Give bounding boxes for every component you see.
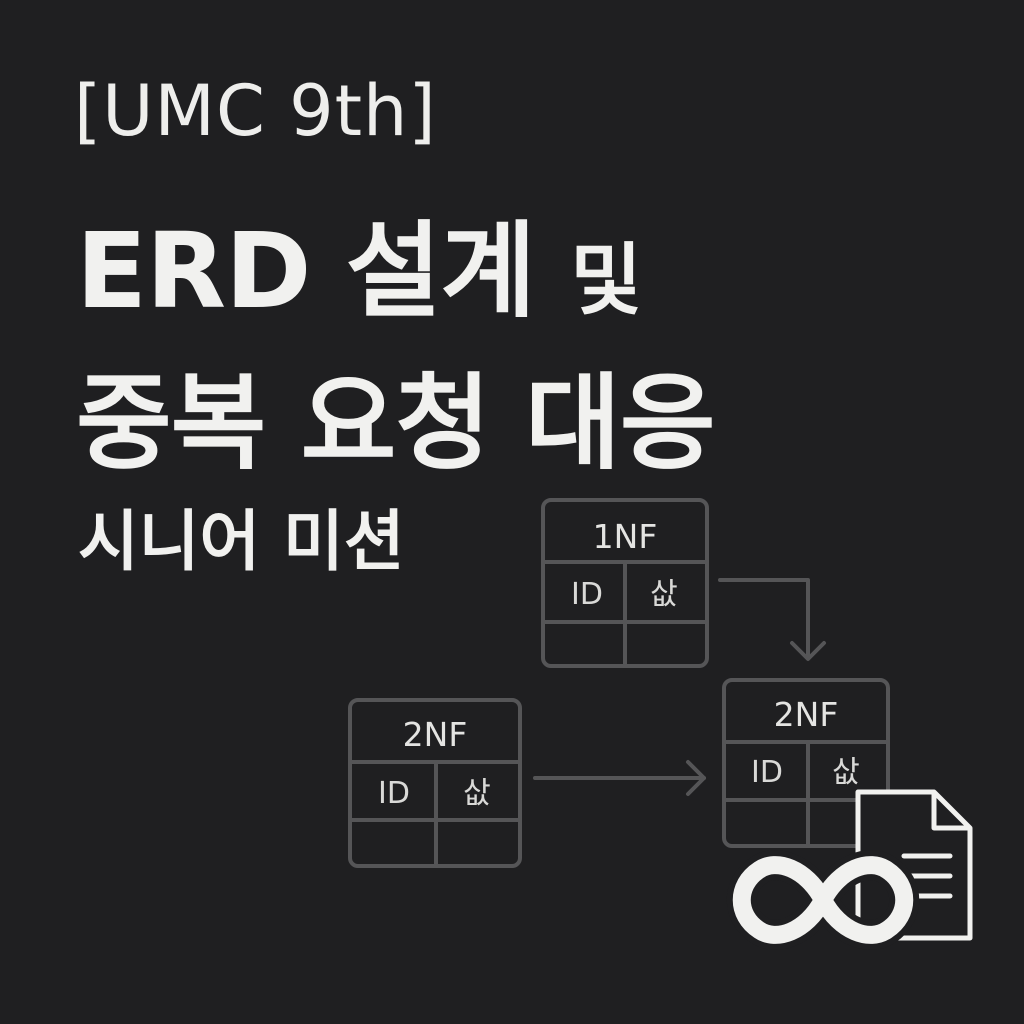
table-2nf-left-col-value: 삾 xyxy=(463,776,491,811)
arrow-down-shaft xyxy=(718,578,810,660)
title-line-2: 중복 요청 대응 xyxy=(76,362,715,484)
arrow-down-head xyxy=(790,641,826,661)
table-1nf xyxy=(541,498,709,668)
table-1nf-col-value: 삾 xyxy=(650,577,678,612)
document-fold xyxy=(931,792,970,831)
table-2nf-left-col-id: ID xyxy=(378,776,410,811)
table-2nf-right-title: 2NF xyxy=(774,695,839,734)
infinity-stroke xyxy=(732,856,914,944)
event-tag: [UMC 9th] xyxy=(74,70,437,152)
table-1nf-col-id: ID xyxy=(571,577,603,612)
title-line-1: ERD 설계 및 xyxy=(76,186,642,337)
arrow-right-icon xyxy=(533,760,706,796)
table-2nf-right-col-id: ID xyxy=(751,755,783,790)
table-2nf-right-col-value: 삾 xyxy=(832,755,860,790)
table-2nf-left-title: 2NF xyxy=(403,715,468,754)
title-erd-design: ERD 설계 xyxy=(76,210,536,332)
subtitle: 시니어 미션 xyxy=(78,503,405,580)
infinity-icon xyxy=(726,850,920,950)
arrow-down-icon xyxy=(718,578,826,661)
arrow-right-head xyxy=(686,760,706,796)
title-and: 및 xyxy=(570,236,642,326)
table-1nf-title: 1NF xyxy=(593,517,658,556)
table-2nf-left xyxy=(348,698,522,868)
